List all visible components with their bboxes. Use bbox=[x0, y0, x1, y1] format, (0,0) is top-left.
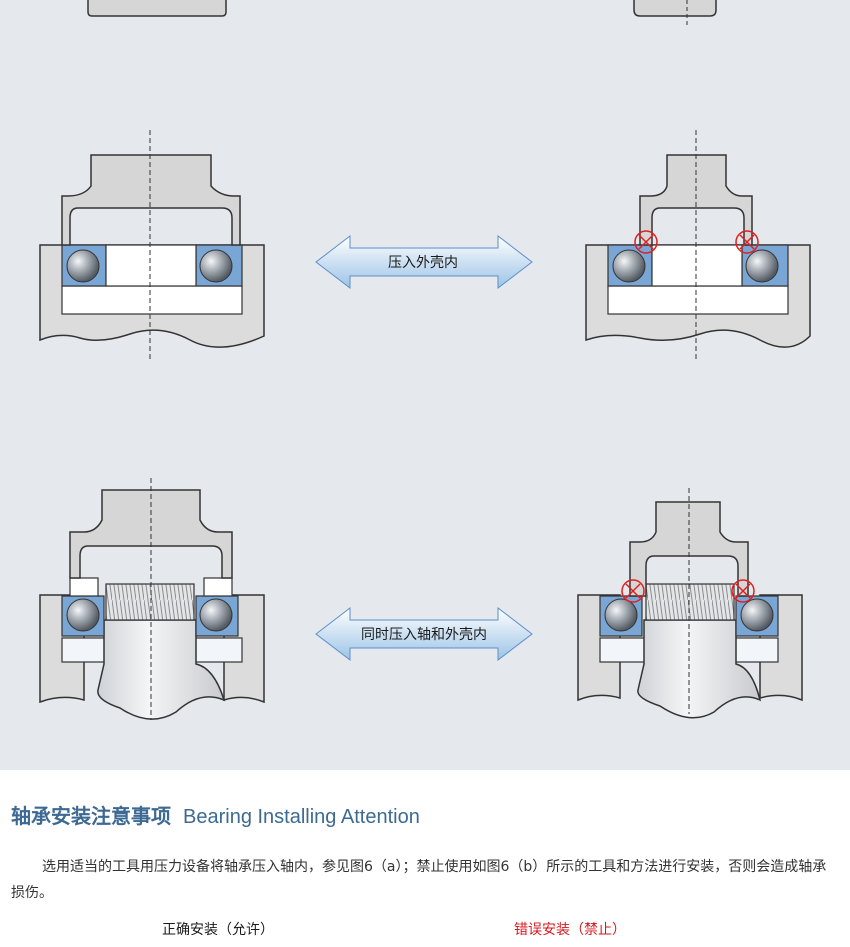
row1-correct-assembly bbox=[39, 130, 265, 360]
row1-wrong-assembly bbox=[585, 130, 811, 360]
section-title-en: Bearing Installing Attention bbox=[183, 806, 420, 828]
arrow-label-shaft-and-housing: 同时压入轴和外壳内 bbox=[361, 626, 487, 643]
caption-correct-installation: 正确安装（允许） bbox=[162, 922, 274, 938]
prohibited-mark-icon bbox=[731, 579, 755, 603]
top-right-partial-tool bbox=[633, 0, 717, 26]
prohibited-mark-icon bbox=[634, 230, 658, 254]
installation-diagram: 压入外壳内 bbox=[39, 0, 811, 720]
row1-double-arrow: 压入外壳内 bbox=[315, 234, 533, 290]
bearing-installation-figure: 压入外壳内 bbox=[0, 0, 850, 770]
prohibited-mark-icon bbox=[735, 230, 759, 254]
row2-correct-assembly bbox=[39, 478, 265, 720]
instruction-paragraph: 选用适当的工具用压力设备将轴承压入轴内，参见图6（a）；禁止使用如图6（b）所示… bbox=[11, 859, 827, 901]
top-left-partial-tool bbox=[87, 0, 227, 17]
prohibited-mark-icon bbox=[621, 579, 645, 603]
section-title: 轴承安装注意事项 Bearing Installing Attention bbox=[11, 802, 420, 831]
arrow-label-housing: 压入外壳内 bbox=[388, 254, 458, 271]
caption-wrong-installation: 错误安装（禁止） bbox=[514, 922, 626, 938]
row2-double-arrow: 同时压入轴和外壳内 bbox=[315, 606, 533, 662]
row2-wrong-assembly bbox=[577, 488, 803, 719]
section-title-zh: 轴承安装注意事项 bbox=[11, 804, 171, 828]
